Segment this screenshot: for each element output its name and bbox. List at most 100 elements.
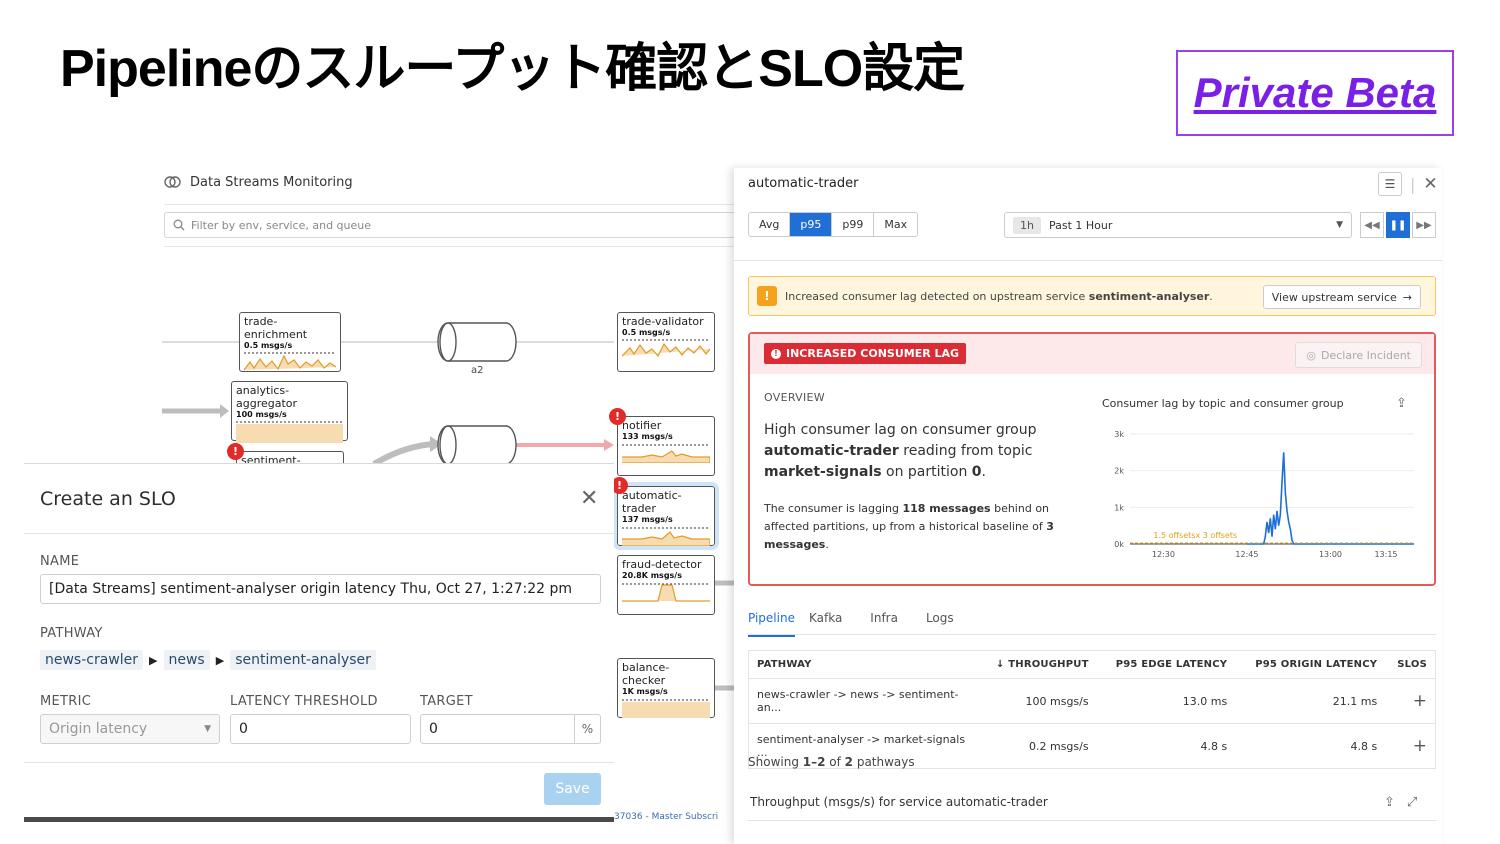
- cell-origin-latency: 4.8 s: [1235, 723, 1386, 769]
- metric-label: METRIC: [40, 694, 92, 709]
- add-slo-icon[interactable]: +: [1385, 723, 1436, 769]
- save-button[interactable]: Save: [544, 773, 601, 805]
- tab-pipeline[interactable]: Pipeline: [748, 608, 795, 637]
- cell-pathway: news-crawler -> news -> sentiment-an...: [748, 678, 979, 724]
- chevron-down-icon: ▼: [204, 724, 211, 734]
- col-throughput[interactable]: ↓ THROUGHPUT: [978, 650, 1097, 679]
- x-tick-label: 13:15: [1374, 550, 1397, 559]
- node-notifier[interactable]: notifier 133 msgs/s: [617, 416, 715, 476]
- cell-throughput: 0.2 msgs/s: [978, 723, 1097, 769]
- x-tick-label: 12:45: [1235, 550, 1258, 559]
- cell-origin-latency: 21.1 ms: [1235, 678, 1386, 724]
- y-tick-label: 0k: [1114, 540, 1124, 549]
- node-balance-checker[interactable]: balance-checker 1K msgs/s: [617, 658, 715, 718]
- divider: [748, 820, 1436, 821]
- rewind-icon[interactable]: ◀◀: [1360, 212, 1384, 238]
- tab-infra[interactable]: Infra: [870, 611, 898, 625]
- upstream-warning-banner: ! Increased consumer lag detected on ups…: [748, 276, 1436, 316]
- forward-icon[interactable]: ▶▶: [1412, 212, 1436, 238]
- table-row[interactable]: sentiment-analyser -> market-signals ...…: [748, 723, 1436, 769]
- divider: |: [1410, 174, 1416, 194]
- col-origin-latency[interactable]: P95 ORIGIN LATENCY: [1235, 650, 1386, 679]
- private-beta-link[interactable]: Private Beta: [1193, 69, 1437, 116]
- filter-icon[interactable]: ☰: [1378, 172, 1402, 196]
- overview-heading: OVERVIEW: [764, 391, 825, 404]
- export-icon[interactable]: ⇪: [1384, 795, 1395, 810]
- tab-logs[interactable]: Logs: [925, 611, 954, 625]
- lag-status-badge: ! INCREASED CONSUMER LAG: [764, 343, 967, 364]
- dsm-header: Data Streams Monitoring: [164, 174, 353, 190]
- divider: [164, 246, 736, 247]
- throughput-actions: ⇪ ⤢: [1384, 795, 1417, 810]
- node-name: notifier: [622, 419, 662, 432]
- pause-icon[interactable]: ❚❚: [1386, 212, 1410, 238]
- y-tick-label: 3k: [1114, 430, 1124, 439]
- agg-p95[interactable]: p95: [790, 213, 833, 236]
- node-trade-validator[interactable]: trade-validator 0.5 msgs/s: [617, 312, 715, 372]
- node-automatic-trader[interactable]: automatic-trader 137 msgs/s: [613, 482, 719, 550]
- pathway-label: PATHWAY: [40, 626, 103, 641]
- col-slos[interactable]: SLOS: [1385, 650, 1436, 679]
- cell-edge-latency: 13.0 ms: [1096, 678, 1236, 724]
- x-tick-label: 13:00: [1319, 550, 1342, 559]
- private-beta-badge[interactable]: Private Beta: [1176, 50, 1454, 136]
- siren-icon: ◎: [1306, 348, 1317, 362]
- dsm-filter-input[interactable]: Filter by env, service, and queue: [164, 212, 736, 238]
- latency-threshold-field[interactable]: 0: [230, 714, 411, 744]
- close-icon[interactable]: ✕: [580, 486, 599, 511]
- agg-p99[interactable]: p99: [832, 213, 875, 236]
- y-tick-label: 2k: [1114, 467, 1124, 476]
- target-field[interactable]: 0 %: [420, 714, 601, 744]
- col-pathway[interactable]: PATHWAY: [748, 650, 979, 679]
- queue-a2-label: a2: [471, 365, 484, 376]
- node-sparkline: [244, 352, 336, 371]
- pathway-chip[interactable]: news: [163, 650, 210, 670]
- pipeline-edges: [162, 322, 736, 691]
- pathway-chip[interactable]: news-crawler: [40, 650, 144, 670]
- divider: [164, 204, 736, 205]
- close-icon[interactable]: ✕: [1423, 174, 1438, 194]
- panel-actions: ☰ | ✕: [1378, 172, 1438, 196]
- divider: [748, 634, 1436, 635]
- node-analytics-aggregator[interactable]: analytics-aggregator 100 msgs/s: [231, 381, 348, 443]
- time-range-select[interactable]: 1h Past 1 Hour ▼: [1004, 212, 1352, 238]
- slide-title: Pipelineのスループット確認とSLO設定: [60, 40, 965, 98]
- slo-name-field[interactable]: [Data Streams] sentiment-analyser origin…: [40, 574, 601, 604]
- cell-edge-latency: 4.8 s: [1096, 723, 1236, 769]
- add-slo-icon[interactable]: +: [1385, 678, 1436, 724]
- node-trade-enrichment[interactable]: trade-enrichment 0.5 msgs/s: [239, 312, 341, 372]
- node-sparkline: [622, 583, 710, 602]
- alert-icon: !: [609, 408, 626, 425]
- pathway-chip[interactable]: sentiment-analyser: [230, 650, 376, 670]
- dsm-title: Data Streams Monitoring: [190, 174, 353, 190]
- declare-incident-label: Declare Incident: [1321, 348, 1411, 362]
- node-rate: 0.5 msgs/s: [622, 328, 671, 337]
- tab-kafka[interactable]: Kafka: [808, 611, 843, 625]
- alert-icon: !: [771, 348, 781, 359]
- chevron-down-icon: ▼: [1336, 220, 1343, 230]
- agg-avg[interactable]: Avg: [749, 213, 791, 236]
- sort-down-icon: ↓: [995, 659, 1009, 670]
- consumer-lag-card: ! INCREASED CONSUMER LAG ◎ Declare Incid…: [748, 332, 1436, 586]
- export-icon[interactable]: ⇪: [1396, 396, 1407, 411]
- agg-max[interactable]: Max: [874, 213, 918, 236]
- table-row[interactable]: news-crawler -> news -> sentiment-an... …: [748, 678, 1436, 724]
- throughput-section-title: Throughput (msgs/s) for service automati…: [750, 795, 1048, 809]
- service-side-panel: automatic-trader ☰ | ✕ Avg p95 p99 Max 1…: [734, 168, 1442, 844]
- expand-icon[interactable]: ⤢: [1406, 795, 1418, 810]
- lag-card-header: ! INCREASED CONSUMER LAG ◎ Declare Incid…: [750, 334, 1434, 374]
- lag-summary: High consumer lag on consumer group auto…: [764, 422, 1037, 480]
- node-sparkline: [622, 339, 710, 358]
- search-icon: [173, 219, 185, 231]
- footer-link[interactable]: 37036 - Master Subscri: [614, 812, 719, 822]
- declare-incident-button[interactable]: ◎ Declare Incident: [1295, 342, 1422, 368]
- lag-badge-label: INCREASED CONSUMER LAG: [786, 347, 960, 360]
- view-upstream-service-button[interactable]: View upstream service →: [1262, 285, 1421, 309]
- metric-select[interactable]: Origin latency ▼: [40, 714, 220, 744]
- node-rate: 133 msgs/s: [622, 432, 673, 441]
- y-tick-label: 1k: [1114, 503, 1124, 512]
- col-edge-latency[interactable]: P95 EDGE LATENCY: [1096, 650, 1236, 679]
- node-fraud-detector[interactable]: fraud-detector 20.8K msgs/s: [617, 555, 715, 615]
- name-label: NAME: [40, 554, 80, 569]
